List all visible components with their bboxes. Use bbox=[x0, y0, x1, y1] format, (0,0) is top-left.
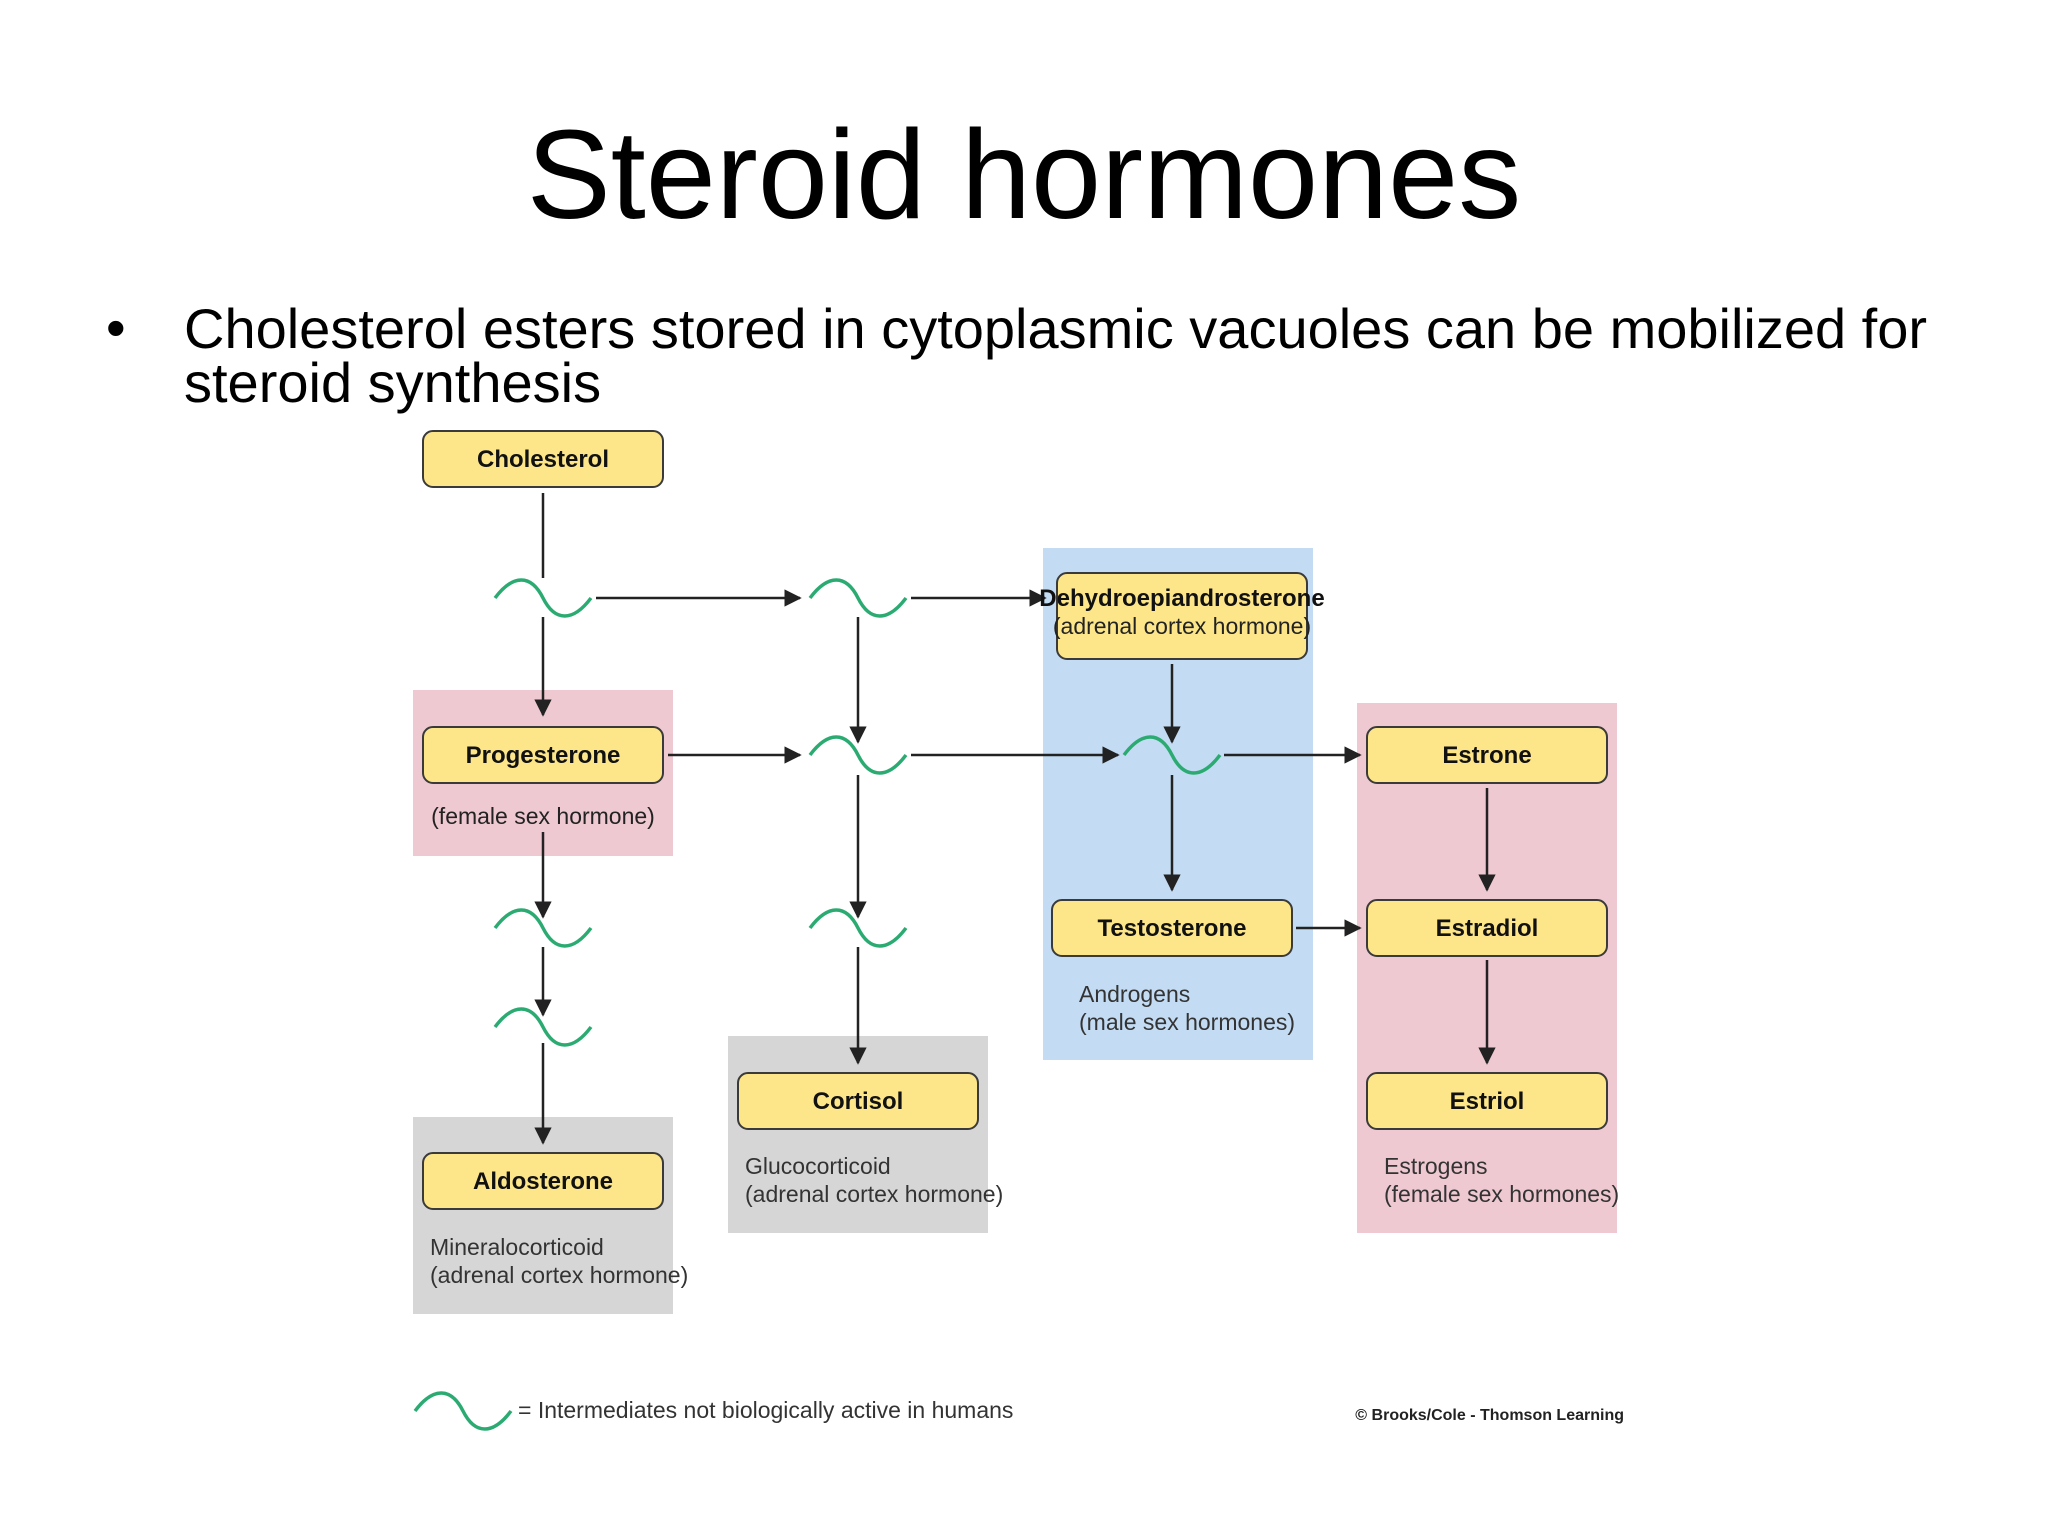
estrogens-caption-sub: (female sex hormones) bbox=[1384, 1181, 1619, 1207]
glucocorticoid-caption: Glucocorticoid bbox=[745, 1153, 891, 1179]
node-progesterone: Progesterone (female sex hormone) bbox=[422, 726, 664, 829]
svg-text:Estriol: Estriol bbox=[1450, 1088, 1525, 1115]
svg-text:Cholesterol: Cholesterol bbox=[477, 446, 609, 473]
svg-text:Progesterone: Progesterone bbox=[466, 742, 621, 769]
node-estriol: Estriol bbox=[1366, 1072, 1608, 1130]
pathway-arrows bbox=[534, 493, 1496, 1145]
node-estrone: Estrone bbox=[1366, 726, 1608, 784]
estrogens-caption: Estrogens bbox=[1384, 1153, 1488, 1179]
node-estradiol: Estradiol bbox=[1366, 899, 1608, 957]
svg-text:(female sex hormone): (female sex hormone) bbox=[431, 803, 655, 829]
svg-text:Aldosterone: Aldosterone bbox=[473, 1168, 613, 1195]
legend-wave-icon bbox=[413, 1391, 513, 1431]
node-aldosterone: Aldosterone bbox=[422, 1152, 664, 1210]
svg-text:Dehydroepiandrosterone: Dehydroepiandrosterone bbox=[1039, 585, 1324, 612]
slide-title: Steroid hormones bbox=[526, 104, 1522, 245]
androgens-caption: Androgens bbox=[1079, 981, 1190, 1007]
intermediate-wave-icon bbox=[808, 735, 908, 775]
svg-text:Cortisol: Cortisol bbox=[813, 1088, 904, 1115]
svg-text:Estradiol: Estradiol bbox=[1436, 915, 1539, 942]
glucocorticoid-caption-sub: (adrenal cortex hormone) bbox=[745, 1181, 1003, 1207]
bullet-marker: • bbox=[106, 296, 126, 359]
bullet-text: Cholesterol esters stored in cytoplasmic… bbox=[184, 297, 1928, 414]
credit-text: © Brooks/Cole - Thomson Learning bbox=[1355, 1407, 1624, 1424]
intermediate-wave-icon bbox=[493, 578, 593, 618]
mineralocorticoid-caption: Mineralocorticoid bbox=[430, 1234, 604, 1260]
mineralocorticoid-panel bbox=[413, 1117, 673, 1314]
intermediate-wave-icon bbox=[808, 578, 908, 618]
svg-text:Testosterone: Testosterone bbox=[1098, 915, 1247, 942]
node-cholesterol: Cholesterol bbox=[422, 430, 664, 488]
node-dhea: Dehydroepiandrosterone (adrenal cortex h… bbox=[1039, 572, 1325, 660]
androgens-caption-sub: (male sex hormones) bbox=[1079, 1009, 1295, 1035]
mineralocorticoid-caption-sub: (adrenal cortex hormone) bbox=[430, 1262, 688, 1288]
svg-text:(adrenal cortex hormone): (adrenal cortex hormone) bbox=[1053, 613, 1311, 639]
legend-text: = Intermediates not biologically active … bbox=[518, 1397, 1013, 1423]
node-testosterone: Testosterone bbox=[1051, 899, 1293, 957]
glucocorticoid-panel bbox=[728, 1036, 988, 1233]
node-cortisol: Cortisol bbox=[737, 1072, 979, 1130]
svg-text:Estrone: Estrone bbox=[1442, 742, 1531, 769]
